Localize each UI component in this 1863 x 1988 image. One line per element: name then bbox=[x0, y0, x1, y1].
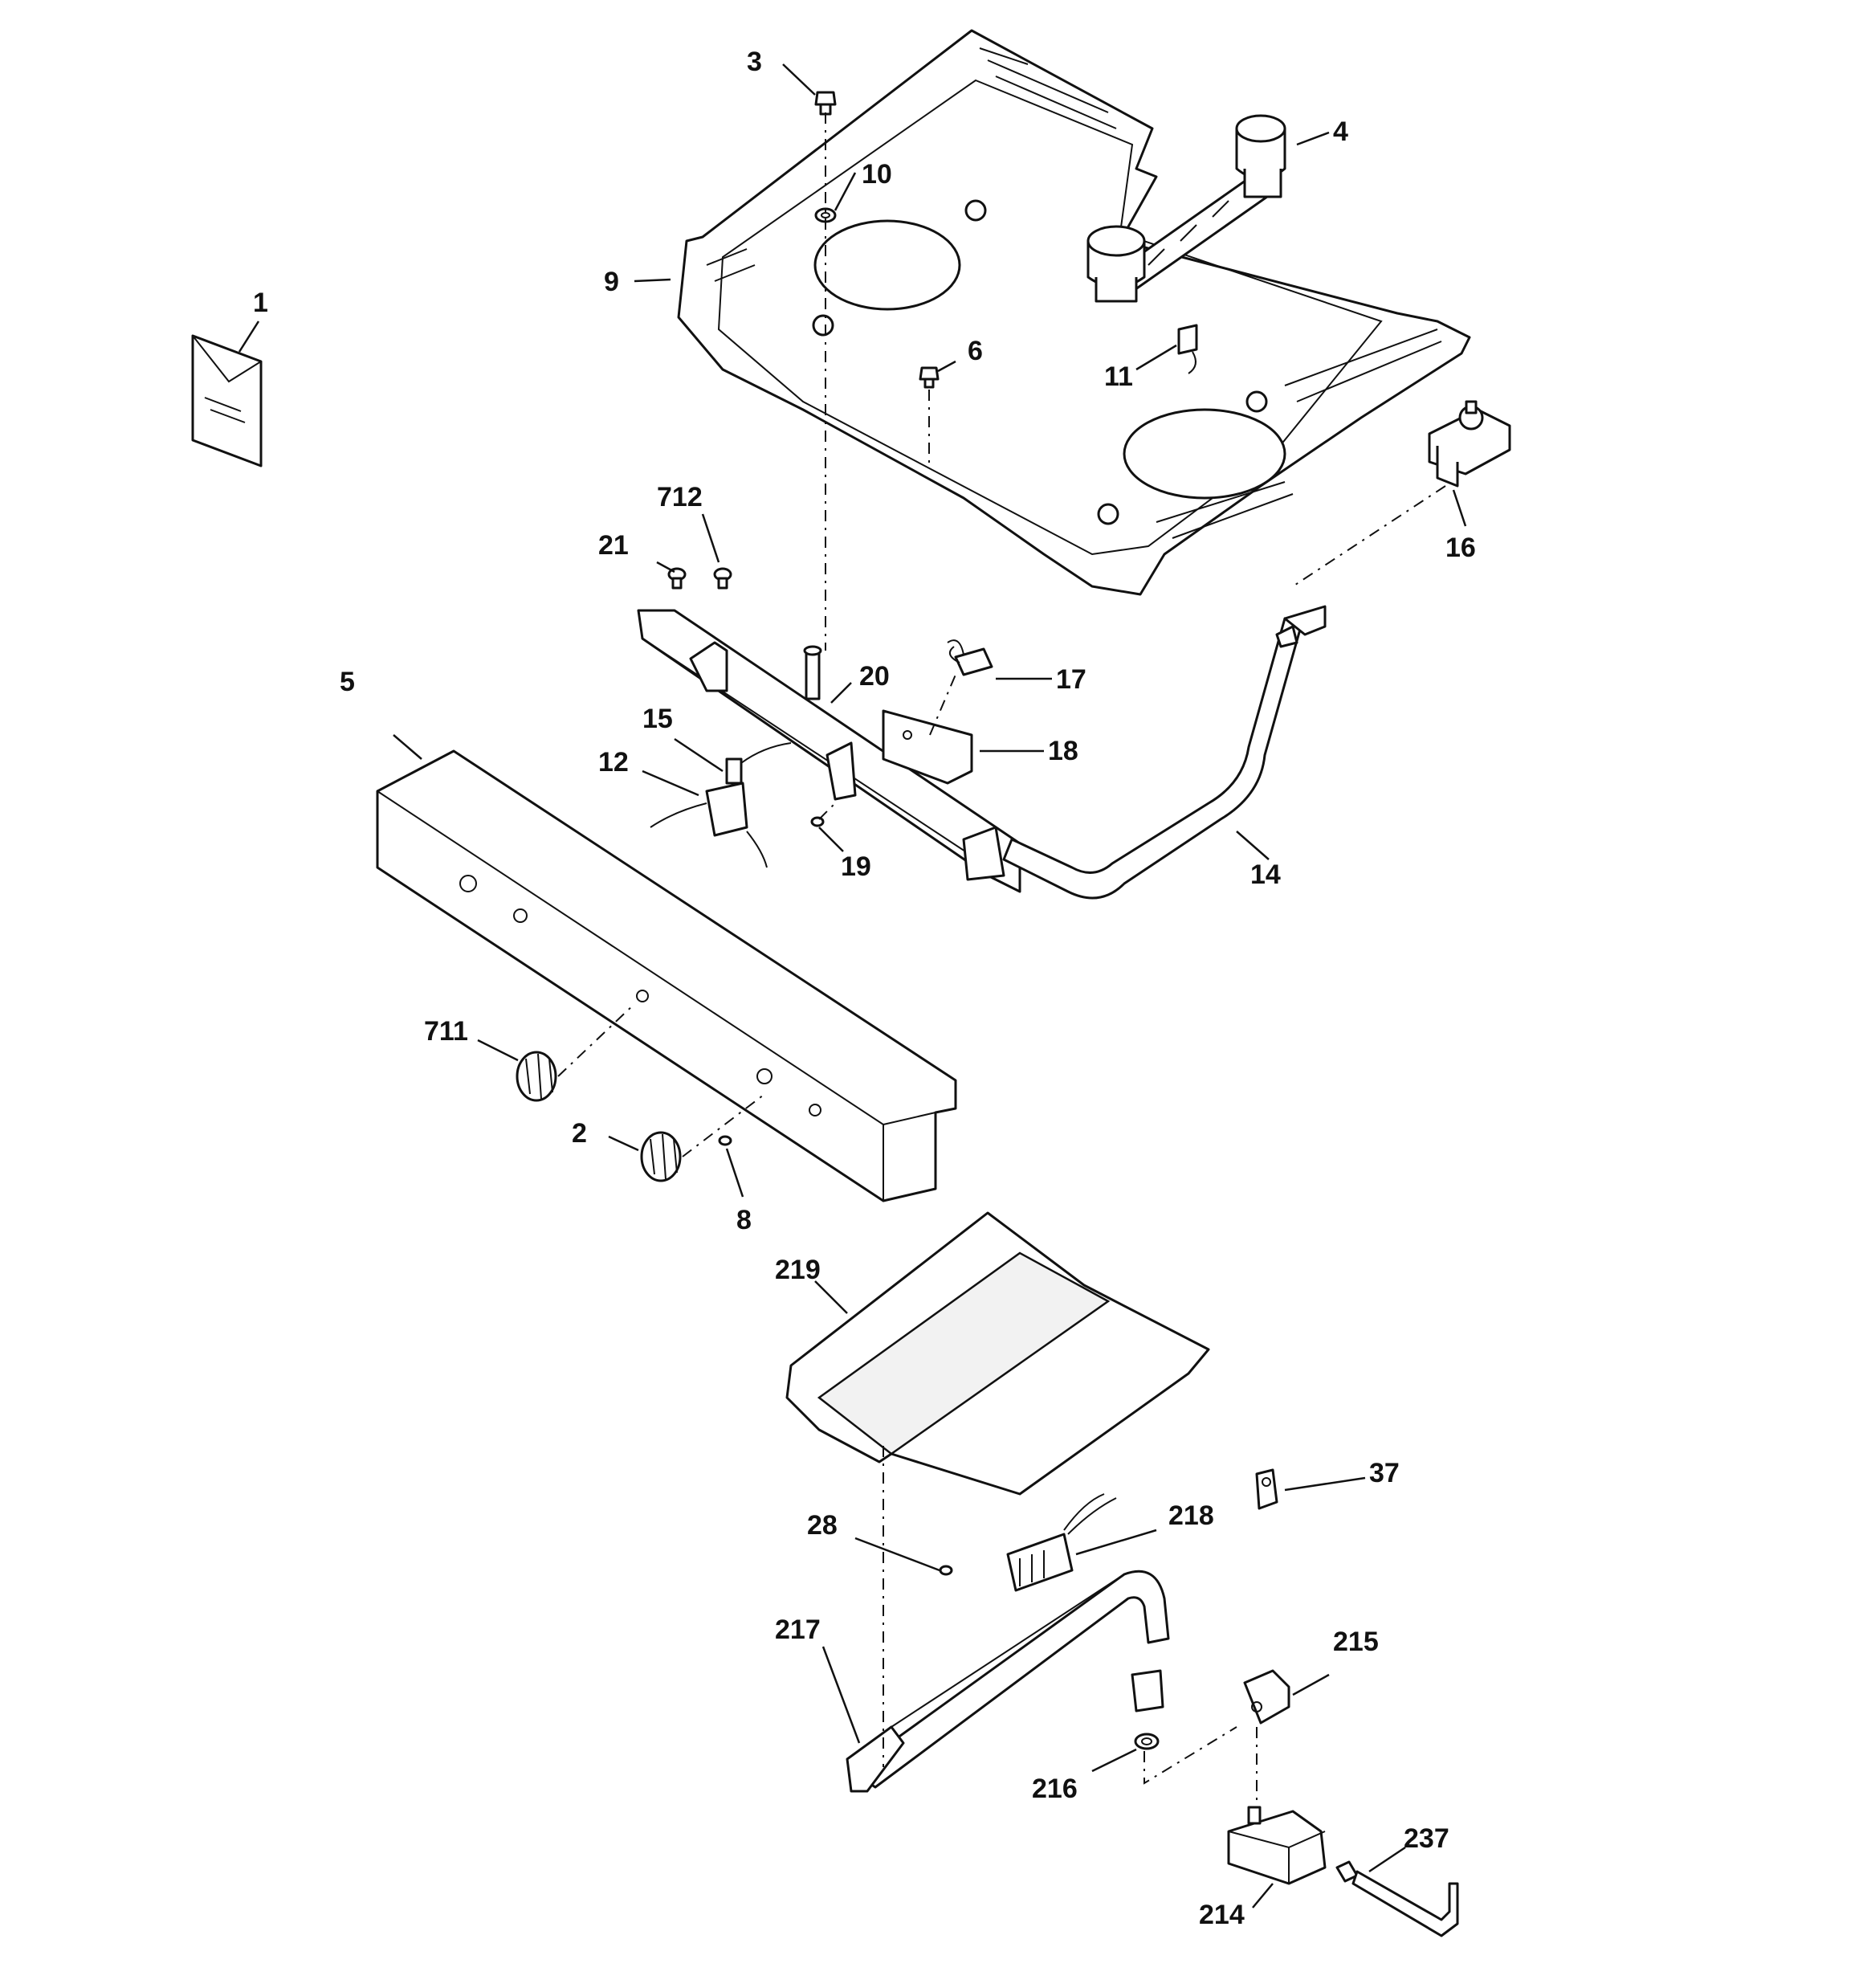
callout-214: 214 bbox=[1199, 1900, 1245, 1930]
part-217-oven-burner bbox=[846, 1570, 1170, 1793]
callout-237: 237 bbox=[1404, 1823, 1449, 1854]
callout-17: 17 bbox=[1056, 664, 1086, 695]
callout-8: 8 bbox=[736, 1205, 752, 1235]
callout-19: 19 bbox=[841, 851, 871, 882]
part-37-clip bbox=[1255, 1468, 1278, 1510]
part-21-screw bbox=[667, 567, 687, 590]
callout-711: 711 bbox=[424, 1016, 468, 1047]
part-6-screw bbox=[919, 366, 940, 389]
part-5-control-panel bbox=[376, 749, 957, 1202]
callout-216: 216 bbox=[1032, 1774, 1078, 1804]
part-14-gas-tube bbox=[1002, 605, 1327, 900]
callout-215: 215 bbox=[1333, 1627, 1379, 1657]
leader-lines bbox=[238, 63, 1467, 1908]
callout-1: 1 bbox=[253, 288, 268, 318]
callout-28: 28 bbox=[807, 1510, 838, 1541]
part-4-burner-assembly bbox=[1086, 114, 1286, 303]
callout-219: 219 bbox=[775, 1255, 821, 1285]
part-711-knob bbox=[516, 1051, 557, 1102]
part-20-manifold-bracket-rail bbox=[637, 609, 1021, 893]
part-218-igniter-module bbox=[1006, 1493, 1117, 1592]
callout-15: 15 bbox=[642, 704, 673, 734]
part-17-switch bbox=[947, 639, 993, 676]
part-216-orifice-holder bbox=[1131, 1669, 1164, 1750]
callout-4: 4 bbox=[1333, 116, 1348, 147]
callout-20: 20 bbox=[859, 661, 890, 692]
part-219-burner-shield bbox=[785, 1211, 1210, 1496]
callout-218: 218 bbox=[1168, 1500, 1214, 1531]
callout-labels: 1 3 4 5 6 9 10 11 12 14 15 16 17 18 19 2… bbox=[253, 47, 1476, 1930]
callout-6: 6 bbox=[968, 336, 983, 366]
callout-14: 14 bbox=[1250, 859, 1281, 890]
part-214-oven-valve bbox=[1227, 1806, 1327, 1885]
part-11-igniter-bracket bbox=[1177, 324, 1198, 374]
callout-10: 10 bbox=[862, 159, 892, 190]
callout-11: 11 bbox=[1104, 361, 1133, 392]
callout-5: 5 bbox=[340, 667, 355, 697]
part-3-screw bbox=[814, 91, 837, 116]
callout-9: 9 bbox=[604, 267, 619, 297]
part-9-burner-box bbox=[677, 29, 1471, 596]
part-19-screw bbox=[810, 816, 825, 827]
part-2-knob bbox=[640, 1131, 682, 1182]
part-15-valve bbox=[725, 742, 792, 785]
part-16-regulator-valve bbox=[1428, 400, 1511, 488]
part-18-switch-bracket bbox=[882, 709, 973, 785]
part-12-igniter-switch bbox=[650, 782, 768, 868]
callout-3: 3 bbox=[747, 47, 762, 77]
callout-2: 2 bbox=[572, 1118, 587, 1149]
burner-head-rear bbox=[1235, 114, 1286, 198]
callout-16: 16 bbox=[1445, 533, 1476, 563]
callout-12: 12 bbox=[598, 747, 629, 778]
callout-37: 37 bbox=[1369, 1458, 1400, 1488]
part-1-literature-envelope bbox=[191, 334, 263, 467]
alignment-lines bbox=[557, 112, 1446, 1807]
callout-18: 18 bbox=[1048, 736, 1078, 766]
part-28-screw bbox=[939, 1565, 953, 1576]
callout-712: 712 bbox=[657, 482, 703, 512]
burner-head-front bbox=[1086, 225, 1146, 303]
part-712-screw bbox=[713, 567, 732, 590]
part-237-gas-line bbox=[1335, 1860, 1459, 1937]
part-8-screw bbox=[718, 1135, 732, 1146]
callout-21: 21 bbox=[598, 530, 629, 561]
part-215-bracket bbox=[1243, 1669, 1290, 1725]
callout-217: 217 bbox=[775, 1614, 821, 1645]
